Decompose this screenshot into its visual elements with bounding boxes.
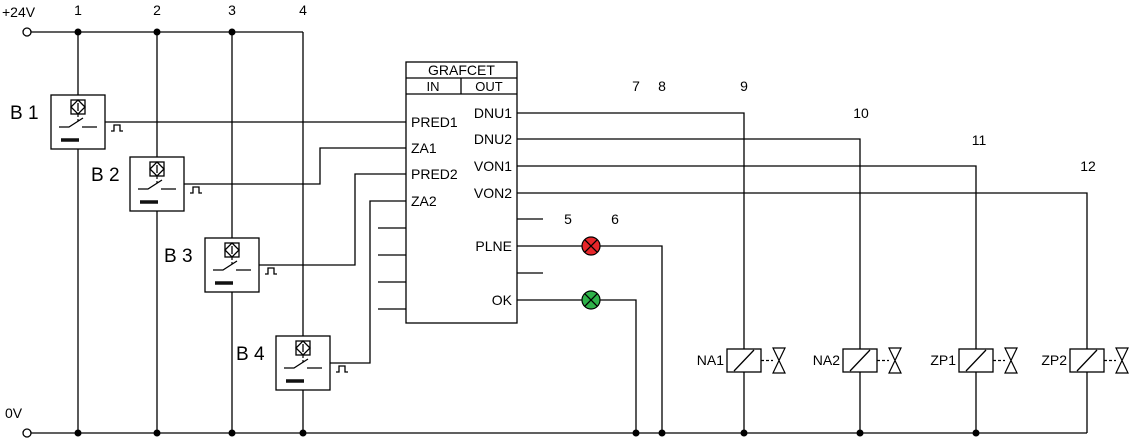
actuator-zp1: ZP1 [930,347,1018,374]
coil-diagonal [1076,349,1098,372]
pulse-output-icon [336,365,348,373]
node-label-1: 1 [74,2,82,18]
lamp-ok [581,290,601,310]
node-label-4: 4 [299,2,307,18]
node-label-7: 7 [632,78,640,94]
valve-icon [1004,347,1018,374]
junction-dot [228,429,236,437]
junction-dots [74,28,980,437]
grafcet-input-za2: ZA2 [411,193,437,209]
junction-dot [299,429,307,437]
junction-dot [972,429,980,437]
lamp-plne [581,236,601,256]
grafcet-input-za1: ZA1 [411,140,437,156]
coil-diagonal [733,349,755,372]
grafcet-header-dividers [406,77,517,95]
output-wire-dnu2 [517,138,861,433]
actuator-zp2: ZP2 [1041,347,1129,374]
actuator-na1: NA1 [697,347,786,374]
junction-dot [228,28,236,36]
junction-dot [658,429,666,437]
sensor-label-b4: B 4 [236,344,265,365]
sensor-label-b1: B 1 [10,103,39,124]
output-wire-von1 [517,165,977,433]
valve-icon [1115,347,1129,374]
node-label-5: 5 [564,211,572,227]
sensor-label-b3: B 3 [164,246,193,267]
junction-dot [153,28,161,36]
lamp-cross [584,293,598,307]
output-wire-von2 [517,192,1088,433]
grafcet-input-pred1: PRED1 [411,114,458,130]
grafcet-block: GRAFCET IN OUT PRED1 ZA1 PRED2 ZA2 DNU1 … [405,61,518,324]
coil-diagonal [965,349,987,372]
actuator-label: ZP1 [930,352,956,368]
grafcet-in-header: IN [427,79,440,94]
sensor-label-b2: B 2 [91,165,120,186]
node-label-6: 6 [611,211,619,227]
actuator-label: NA2 [813,352,840,368]
normally-open-contact-icon [59,117,97,128]
signal-wire-b2-za1 [184,147,406,185]
pulse-output-icon [111,124,123,132]
lamp-cross [584,239,598,253]
signal-wire-b3-pred2 [259,173,406,266]
grafcet-title: GRAFCET [428,62,495,78]
grafcet-input-pred2: PRED2 [411,166,458,182]
grafcet-output-von1: VON1 [474,158,512,174]
output-wire-ok [517,299,637,433]
node-label-9: 9 [740,78,748,94]
actuator-label: ZP2 [1041,352,1067,368]
node-label-10: 10 [853,105,869,121]
output-wire-plne [517,245,663,433]
grafcet-output-ok: OK [492,292,513,308]
sensor-b4 [275,335,348,391]
supply-positive-label: +24V [2,4,36,20]
actuator-label: NA1 [697,352,724,368]
normally-open-contact-icon [284,358,322,369]
supply-ground-label: 0V [5,405,23,421]
normally-open-contact-icon [213,260,251,271]
valve-icon [772,347,786,374]
sensor-b1 [50,94,123,150]
grafcet-output-dnu1: DNU1 [474,105,512,121]
node-label-3: 3 [228,2,236,18]
junction-dot [632,429,640,437]
node-label-8: 8 [658,78,666,94]
node-label-12: 12 [1080,158,1096,174]
node-label-11: 11 [972,132,987,148]
unused-input-stubs [378,227,406,310]
normally-open-contact-icon [138,179,176,190]
sensor-b2 [129,156,202,212]
grafcet-out-header: OUT [475,79,503,94]
junction-dot [856,429,864,437]
junction-dot [740,429,748,437]
valve-icon [888,347,902,374]
actuator-na2: NA2 [813,347,902,374]
node-label-2: 2 [153,2,161,18]
signal-wire-b4-za2 [330,200,406,364]
unused-output-stubs [517,218,543,274]
terminal-0v [22,428,32,438]
grafcet-output-plne: PLNE [475,238,512,254]
pulse-output-icon [190,186,202,194]
grafcet-frame [405,61,518,324]
output-wire-dnu1 [517,112,745,433]
junction-dot [74,28,82,36]
junction-dot [153,429,161,437]
terminal-24v [22,27,32,37]
pulse-output-icon [265,267,277,275]
junction-dot [74,429,82,437]
grafcet-output-von2: VON2 [474,185,512,201]
sensor-b3 [204,237,277,293]
coil-diagonal [849,349,871,372]
grafcet-output-dnu2: DNU2 [474,131,512,147]
